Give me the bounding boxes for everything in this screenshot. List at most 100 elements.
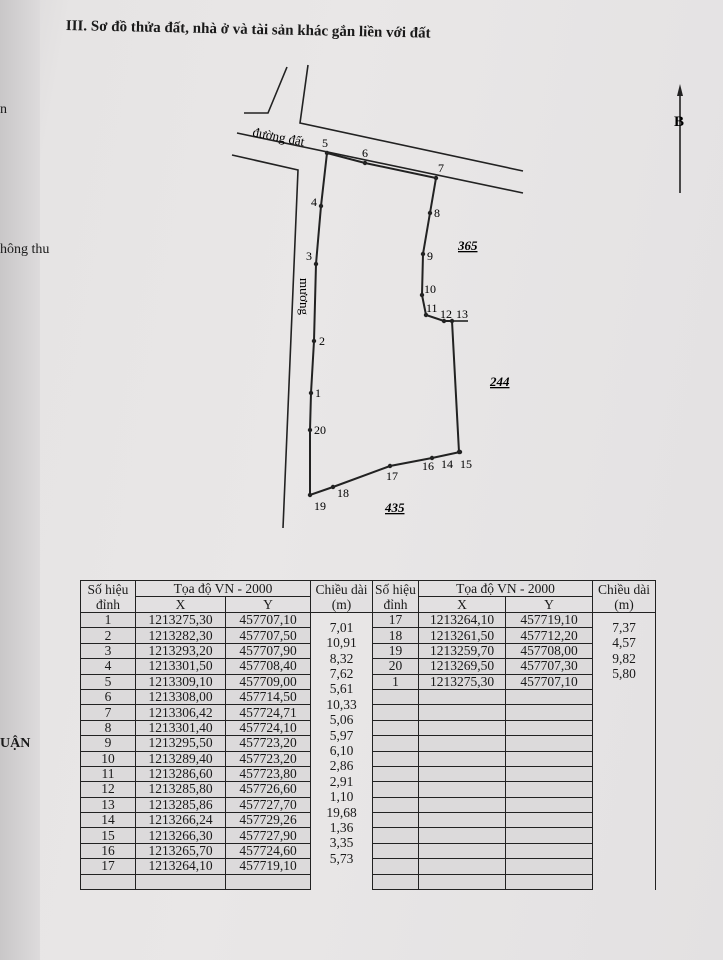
vertex-point [427, 210, 433, 216]
road-label: đường đất [251, 124, 306, 149]
road-edge [236, 132, 524, 194]
vertex-id-cell: 5 [80, 673, 136, 690]
table-row [372, 790, 656, 814]
coord-x-cell: 1213264,10 [418, 611, 506, 629]
coord-y-cell: 457723,80 [225, 765, 311, 783]
vertex-id-cell [372, 827, 419, 844]
length-cell: 7,37 [592, 620, 656, 637]
coordinate-table-right: Số hiệu đỉnh Tọa độ VN - 2000 Chiều dài … [372, 580, 656, 891]
vertex-label: 7 [438, 161, 444, 175]
table-row [372, 744, 656, 767]
coord-y-cell: 457727,70 [225, 796, 311, 814]
vertex-point [457, 449, 463, 455]
table-row [80, 867, 373, 891]
table-row [372, 697, 656, 721]
vertex-id-cell: 3 [80, 642, 136, 660]
vertex-label: 14 [441, 457, 453, 471]
coord-y-cell: 457707,30 [505, 658, 593, 675]
length-cell: 8,32 [310, 651, 373, 668]
length-cell [592, 851, 656, 868]
length-cell: 5,61 [310, 682, 373, 698]
table-row [372, 851, 656, 875]
vertex-label: 10 [424, 282, 436, 296]
coord-x-cell: 1213264,10 [135, 858, 226, 875]
coord-y-cell: 457709,00 [225, 673, 311, 690]
vertex-label: 11 [426, 301, 438, 315]
vertex-point [313, 261, 319, 267]
vertex-point [423, 312, 429, 318]
coord-x-cell: 1213266,24 [135, 812, 226, 829]
coord-y-cell [505, 858, 593, 875]
vertex-label: 1 [315, 386, 321, 400]
coord-x-cell: 1213285,80 [135, 781, 226, 798]
length-cell [592, 836, 656, 852]
coord-y-cell: 457712,20 [505, 627, 593, 644]
coord-x-cell [418, 719, 506, 737]
coord-y-cell [505, 765, 593, 783]
vertex-id-cell [372, 735, 419, 752]
length-cell [592, 744, 656, 760]
table-row [372, 774, 656, 798]
header-y: Y [225, 596, 311, 613]
road-edge [244, 66, 288, 114]
length-cell [310, 605, 373, 621]
coord-y-cell: 457724,60 [225, 842, 311, 860]
edge-text: n [0, 102, 7, 117]
coord-y-cell: 457723,20 [225, 735, 311, 752]
coord-y-cell: 457714,50 [225, 688, 311, 706]
vertex-id-cell [372, 750, 419, 767]
coord-y-cell: 457707,10 [225, 611, 311, 629]
coord-x-cell [135, 873, 226, 891]
coord-x-cell: 1213301,40 [135, 719, 226, 737]
coord-y-cell [505, 704, 593, 721]
vertex-id-cell [372, 781, 419, 798]
vertex-id-cell: 1 [80, 611, 136, 629]
coord-x-cell: 1213266,30 [135, 827, 226, 844]
canal-label: mương [297, 278, 312, 316]
coord-x-cell: 1213269,50 [418, 658, 506, 675]
parcel-number-365: 365 [457, 238, 478, 253]
coord-x-cell [418, 858, 506, 875]
vertex-id-cell [372, 842, 419, 860]
length-cell [592, 682, 656, 698]
length-cell: 7,01 [310, 620, 373, 637]
vertex-id-cell: 20 [372, 658, 419, 675]
vertex-id-cell: 8 [80, 719, 136, 737]
vertex-point [307, 427, 313, 433]
length-cell: 19,68 [310, 805, 373, 821]
coord-y-cell: 457719,10 [225, 858, 311, 875]
vertex-id-cell [372, 812, 419, 829]
vertex-id-cell: 19 [372, 642, 419, 660]
coord-y-cell: 457708,00 [505, 642, 593, 660]
vertex-point [308, 390, 314, 396]
parcel-number-244: 244 [489, 374, 510, 389]
coord-x-cell: 1213275,30 [135, 611, 226, 629]
coord-x-cell [418, 688, 506, 706]
coord-y-cell [505, 842, 593, 860]
header-coord: Tọa độ VN - 2000 [135, 580, 311, 597]
vertex-point [307, 492, 313, 498]
header-y: Y [505, 596, 593, 613]
vertex-label: 2 [319, 334, 325, 348]
coord-x-cell: 1213309,10 [135, 673, 226, 690]
coord-x-cell: 1213286,60 [135, 765, 226, 783]
vertex-point [449, 318, 455, 324]
vertex-id-cell: 18 [372, 627, 419, 644]
coord-x-cell [418, 765, 506, 783]
header-vertex: Số hiệu đỉnh [372, 580, 419, 613]
vertex-id-cell [372, 873, 419, 891]
vertex-id-cell: 9 [80, 735, 136, 752]
coord-y-cell [505, 719, 593, 737]
length-cell [592, 697, 656, 714]
coord-x-cell [418, 842, 506, 860]
vertex-point [330, 484, 336, 490]
coord-x-cell: 1213301,50 [135, 658, 226, 675]
vertex-label: 13 [456, 307, 468, 321]
